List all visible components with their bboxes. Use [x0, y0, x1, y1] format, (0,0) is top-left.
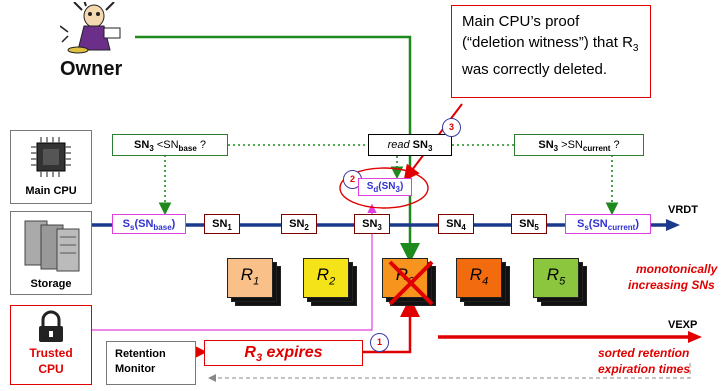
callout-line-2: (“deletion witness”) that R3 [462, 34, 639, 54]
deletion-witness-box: Sd(SN3) [358, 178, 412, 196]
sn-5: SN5 [511, 214, 547, 234]
r3-expires-box: R3 expires [204, 340, 363, 366]
sn-1: SN1 [204, 214, 240, 234]
storage-icon [24, 220, 80, 272]
check-current-box: SN3 >SNcurrent ? [514, 134, 644, 156]
sn-3: SN3 [354, 214, 390, 234]
step-marker-1: 1 [370, 333, 389, 352]
vrdt-note-2: increasing SNs [628, 278, 715, 292]
step-marker-3: 3 [442, 118, 461, 137]
trusted-cpu-label-1: Trusted [29, 346, 73, 360]
retention-monitor-label-2: Monitor [115, 363, 156, 375]
storage-label: Storage [30, 278, 72, 290]
owner-figure [59, 0, 130, 57]
deleted-x-icon [388, 260, 434, 306]
trusted-cpu-label-2: CPU [38, 362, 64, 376]
vrdt-note-1: monotonically [636, 262, 718, 276]
retention-monitor-box: Retention Monitor [106, 341, 196, 385]
storage-box: Storage [10, 211, 92, 295]
sn-4: SN4 [438, 214, 474, 234]
retention-monitor-label-1: Retention [115, 348, 166, 360]
owner-label: Owner [60, 58, 123, 80]
vrdt-label: VRDT [668, 204, 698, 216]
vexp-label: VEXP [668, 319, 698, 331]
read-sn-box: read SN3 [368, 134, 452, 156]
main-cpu-label: Main CPU [25, 185, 77, 197]
chip-icon [31, 137, 71, 177]
witness-highlight-ellipse [339, 167, 429, 209]
callout-line-3: was correctly deleted. [462, 61, 608, 78]
vexp-note-1: sorted retention [598, 346, 690, 360]
lock-icon [39, 310, 63, 342]
owner-icon [59, 0, 121, 54]
sn-2: SN2 [281, 214, 317, 234]
deletion-witness-callout: Main CPU’s proof (“deletion witness”) th… [451, 5, 651, 98]
check-base-box: SN3 <SNbase ? [112, 134, 228, 156]
signed-sn-base: Ss(SNbase) [112, 214, 186, 234]
signed-sn-current: Ss(SNcurrent) [565, 214, 651, 234]
step-marker-2: 2 [343, 170, 362, 189]
main-cpu-box: Main CPU [10, 130, 92, 204]
callout-line-1: Main CPU’s proof [462, 13, 580, 30]
vexp-note-2: expiration times [598, 362, 691, 376]
trusted-cpu-box: Trusted CPU [10, 305, 92, 385]
